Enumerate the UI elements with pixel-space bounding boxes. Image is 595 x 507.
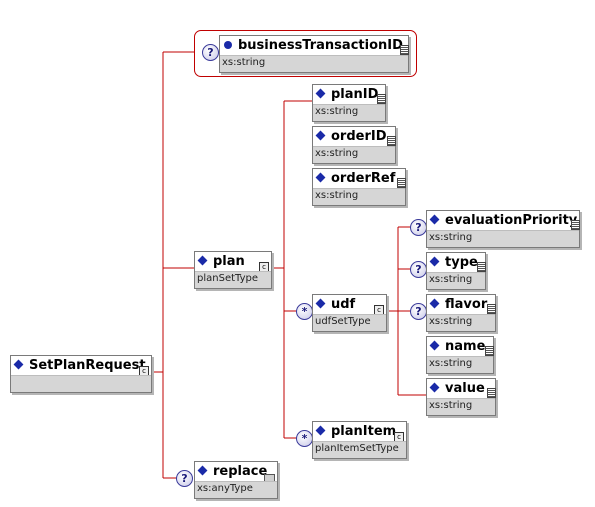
text-content-icon: [400, 45, 409, 55]
node-set-plan-request[interactable]: SetPlanRequest c: [10, 355, 152, 393]
optional-badge-icon: ?: [410, 303, 427, 320]
node-name: planID: [331, 87, 379, 102]
node-type: xs:string: [429, 400, 473, 411]
node-type: xs:string: [315, 190, 359, 201]
node-name: planItem: [331, 424, 397, 439]
node-name: orderID: [331, 129, 387, 144]
node-plan[interactable]: plan c planSetType: [194, 251, 272, 289]
node-name: plan: [213, 254, 245, 269]
optional-group-outline: [194, 30, 417, 77]
node-name: orderRef: [331, 171, 396, 186]
optional-badge-icon: ?: [176, 470, 193, 487]
node-type[interactable]: type xs:string: [426, 252, 486, 290]
node-name-element[interactable]: name xs:string: [426, 336, 494, 374]
node-name: evaluationPriority: [445, 213, 578, 228]
text-content-icon: [485, 346, 494, 356]
node-plan-id[interactable]: planID xs:string: [312, 84, 386, 122]
node-value[interactable]: value xs:string: [426, 378, 496, 416]
text-content-icon: [477, 262, 486, 272]
text-content-icon: [387, 136, 396, 146]
node-replace[interactable]: replace xs:anyType: [194, 461, 278, 499]
repeat-badge-icon: *: [296, 430, 313, 447]
node-name: flavor: [445, 297, 488, 312]
node-type: xs:anyType: [197, 483, 253, 494]
node-type: xs:string: [315, 106, 359, 117]
node-name: value: [445, 381, 485, 396]
optional-badge-icon: ?: [410, 261, 427, 278]
node-type-label: xs:string: [429, 274, 473, 285]
node-type: xs:string: [429, 358, 473, 369]
text-content-icon: [487, 388, 496, 398]
text-content-icon: [571, 220, 580, 230]
text-content-icon: [397, 178, 406, 188]
node-type: xs:string: [222, 57, 266, 68]
node-type: xs:string: [429, 316, 473, 327]
node-name: udf: [331, 297, 356, 312]
text-content-icon: [377, 94, 386, 104]
node-type: udfSetType: [315, 316, 371, 327]
node-name: businessTransactionID: [238, 38, 403, 53]
node-name: name: [445, 339, 486, 354]
node-udf[interactable]: udf c udfSetType: [312, 294, 387, 332]
node-evaluation-priority[interactable]: evaluationPriority xs:string: [426, 210, 580, 248]
repeat-badge-icon: *: [296, 303, 313, 320]
node-name: replace: [213, 464, 268, 479]
node-order-id[interactable]: orderID xs:string: [312, 126, 396, 164]
node-flavor[interactable]: flavor xs:string: [426, 294, 496, 332]
node-type: xs:string: [429, 232, 473, 243]
node-business-transaction-id[interactable]: businessTransactionID xs:string: [219, 35, 409, 73]
attribute-dot-icon: [224, 41, 232, 49]
node-name: SetPlanRequest: [29, 358, 146, 373]
optional-badge-icon: ?: [202, 44, 219, 61]
text-content-icon: [487, 304, 496, 314]
node-plan-item[interactable]: planItem c planItemSetType: [312, 421, 407, 459]
node-name: type: [445, 255, 478, 270]
node-order-ref[interactable]: orderRef xs:string: [312, 168, 406, 206]
node-type: xs:string: [315, 148, 359, 159]
node-type: planSetType: [197, 273, 258, 284]
optional-badge-icon: ?: [410, 219, 427, 236]
node-type: planItemSetType: [315, 443, 399, 454]
